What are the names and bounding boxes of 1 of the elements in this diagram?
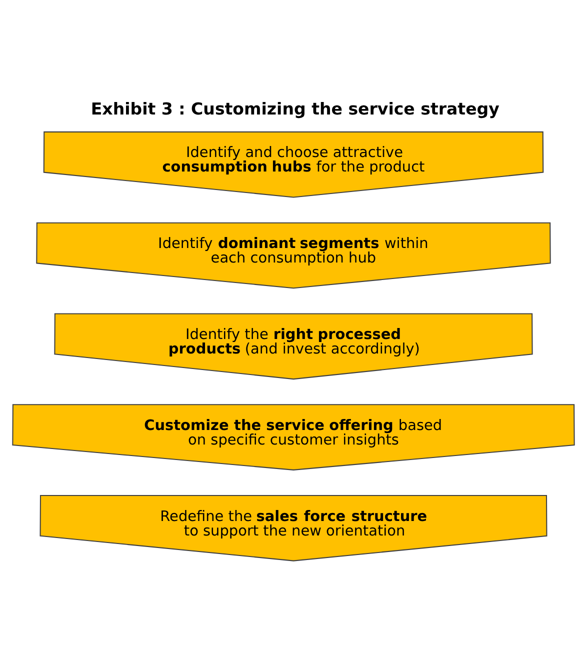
diagram-title: Exhibit 3 : Customizing the service strategy (90, 99, 500, 118)
